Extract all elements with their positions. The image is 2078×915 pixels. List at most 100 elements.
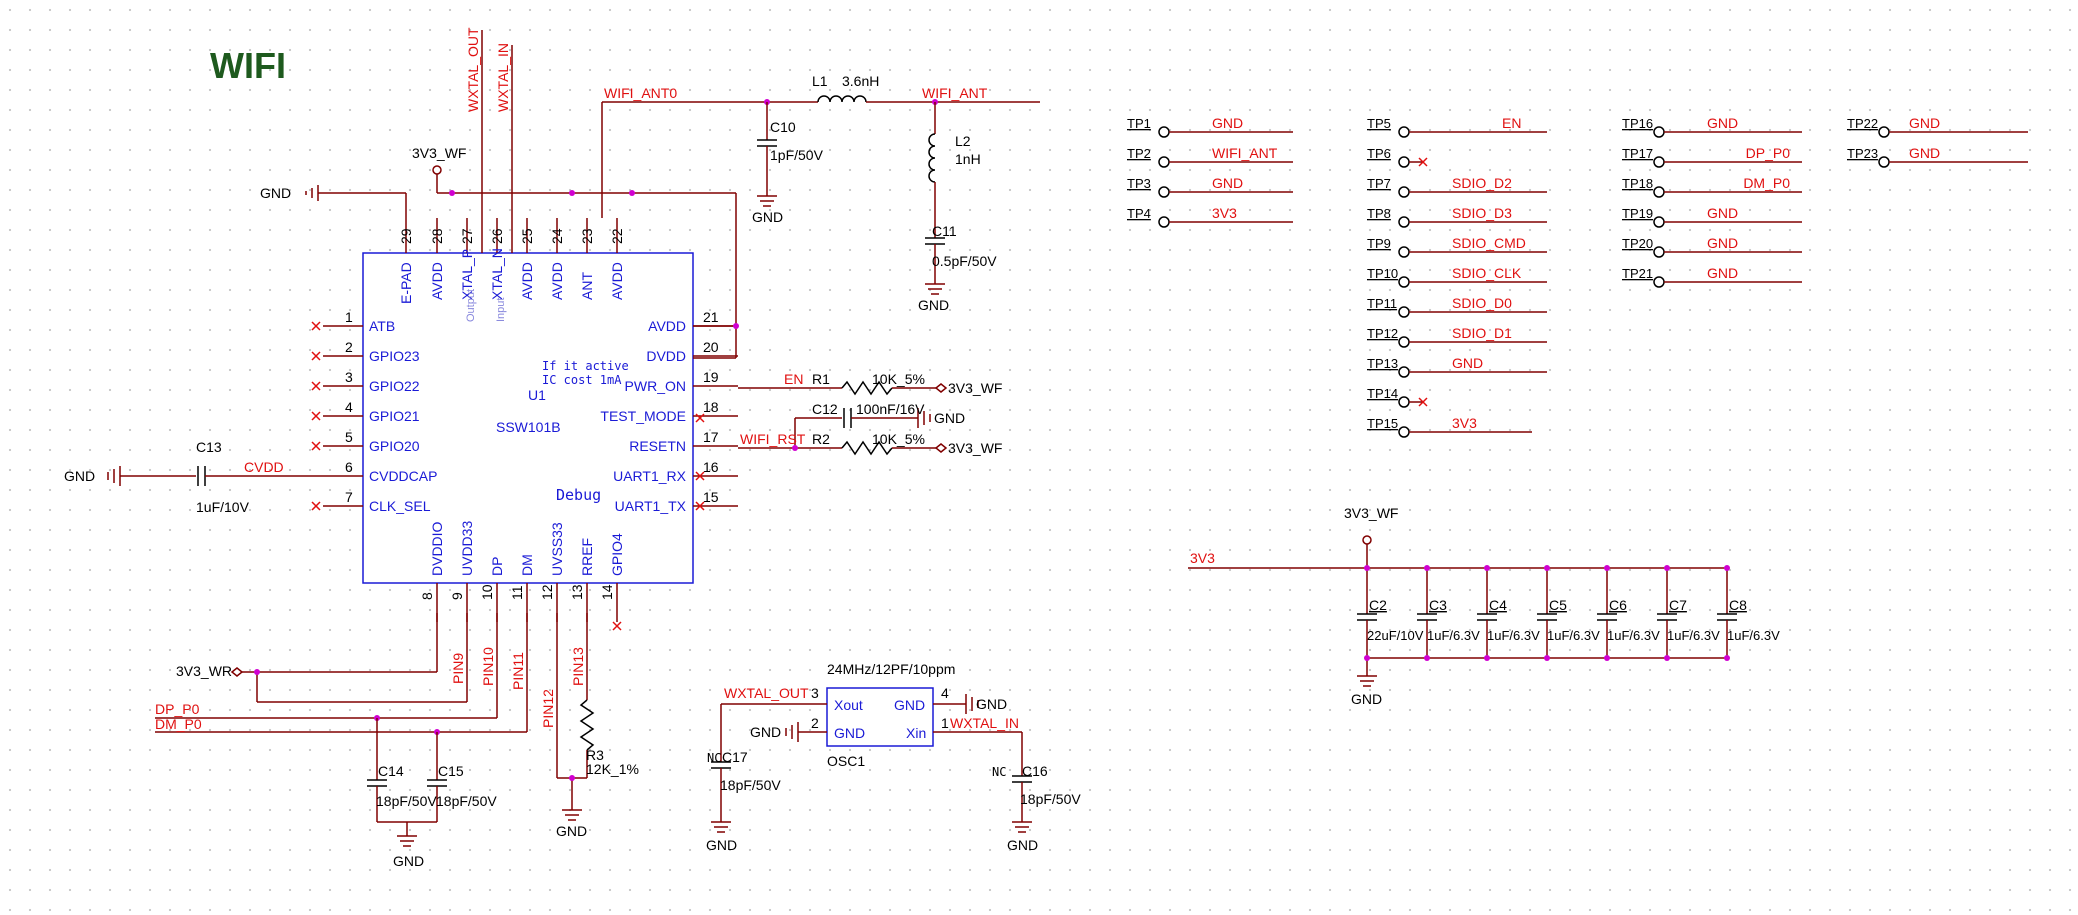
inductor-l2[interactable] bbox=[928, 133, 936, 183]
resistor-r1[interactable] bbox=[841, 380, 893, 396]
inductor-l1[interactable] bbox=[817, 95, 867, 103]
capacitor-c14[interactable] bbox=[367, 779, 387, 787]
testpoint-ref: TP11 bbox=[1367, 296, 1397, 311]
pin-number: 14 bbox=[599, 584, 615, 600]
junction bbox=[792, 445, 798, 451]
capacitor-c12[interactable] bbox=[843, 408, 852, 428]
gnd-symbol-osc-left bbox=[785, 722, 799, 742]
testpoint-ref: TP4 bbox=[1127, 206, 1151, 221]
xtal-p-sublabel: Output bbox=[465, 289, 477, 322]
resistor-r2[interactable] bbox=[841, 440, 893, 456]
c12-ref: C12 bbox=[812, 401, 838, 417]
pin-number: 2 bbox=[345, 339, 353, 355]
gnd-symbol-epad bbox=[305, 185, 319, 201]
net-en: EN bbox=[784, 371, 803, 387]
testpoint-net: GND bbox=[1707, 115, 1738, 131]
c17-value: 18pF/50V bbox=[720, 777, 781, 793]
net-gnd-c14: GND bbox=[393, 853, 424, 869]
testpoint-pad bbox=[1398, 186, 1410, 198]
capacitor-c13[interactable] bbox=[197, 466, 206, 486]
net-wifi-rst: WIFI_RST bbox=[740, 431, 806, 447]
testpoint-tp14[interactable]: TP14 bbox=[1367, 386, 1428, 408]
ic-u1-body[interactable] bbox=[362, 252, 694, 584]
osc1-ref: OSC1 bbox=[827, 753, 865, 769]
oscillator-osc1[interactable] bbox=[826, 687, 934, 747]
pin-number: 5 bbox=[345, 429, 353, 445]
testpoint-pad bbox=[1653, 186, 1665, 198]
testpoint-tp6[interactable]: TP6 bbox=[1367, 146, 1428, 168]
junction bbox=[733, 323, 739, 329]
cap-ref: C2 bbox=[1369, 597, 1387, 613]
ic-u1[interactable] bbox=[362, 252, 694, 584]
resistor-r3[interactable] bbox=[579, 699, 595, 751]
testpoint-tp4[interactable]: TP4 3V3 bbox=[1127, 205, 1293, 228]
pin-name: RESETN bbox=[629, 438, 686, 454]
capacitor-c10[interactable] bbox=[757, 139, 777, 147]
net-dm-p0: DM_P0 bbox=[155, 716, 202, 732]
gnd-symbol-c12 bbox=[917, 408, 931, 428]
testpoint-pad bbox=[1398, 246, 1410, 258]
net-pin9: PIN9 bbox=[450, 653, 466, 684]
pin-name: UVDD33 bbox=[459, 521, 475, 576]
testpoint-net: 3V3 bbox=[1212, 205, 1237, 221]
capacitor-c15[interactable] bbox=[427, 779, 447, 787]
nc-marks-left bbox=[311, 321, 321, 511]
pin-name: AVDD bbox=[609, 262, 625, 300]
testpoint-ref: TP8 bbox=[1367, 206, 1391, 221]
c16-value: 18pF/50V bbox=[1020, 791, 1081, 807]
xtal-n-sublabel: Input bbox=[495, 298, 507, 322]
pin-number: 9 bbox=[449, 592, 465, 600]
osc1-gnd-right: GND bbox=[894, 697, 925, 713]
testpoint-pad bbox=[1158, 156, 1170, 168]
pin-name: UART1_TX bbox=[615, 498, 687, 514]
nc-mark bbox=[1418, 157, 1428, 167]
testpoint-ref: TP13 bbox=[1367, 356, 1398, 371]
c16-nc: NC bbox=[992, 765, 1006, 779]
c17-nc: NC bbox=[707, 751, 721, 765]
junction bbox=[1484, 655, 1490, 661]
pin-number: 22 bbox=[609, 228, 625, 244]
gnd-symbol-c11 bbox=[925, 283, 945, 295]
cap-value: 1uF/6.3V bbox=[1427, 628, 1480, 643]
net-pin10: PIN10 bbox=[480, 647, 496, 686]
l2-value: 1nH bbox=[955, 151, 981, 167]
pin-name: TEST_MODE bbox=[600, 408, 686, 424]
net-3v3-rail: 3V3 bbox=[1190, 550, 1215, 566]
pin-name: GPIO22 bbox=[369, 378, 420, 394]
junction bbox=[254, 669, 260, 675]
junction bbox=[1544, 565, 1550, 571]
junction bbox=[1364, 565, 1370, 571]
l1-ref: L1 bbox=[812, 73, 828, 89]
osc1-pin1: 1 bbox=[941, 715, 949, 731]
cap-value: 1uF/6.3V bbox=[1667, 628, 1720, 643]
testpoint-pad bbox=[1398, 396, 1410, 408]
